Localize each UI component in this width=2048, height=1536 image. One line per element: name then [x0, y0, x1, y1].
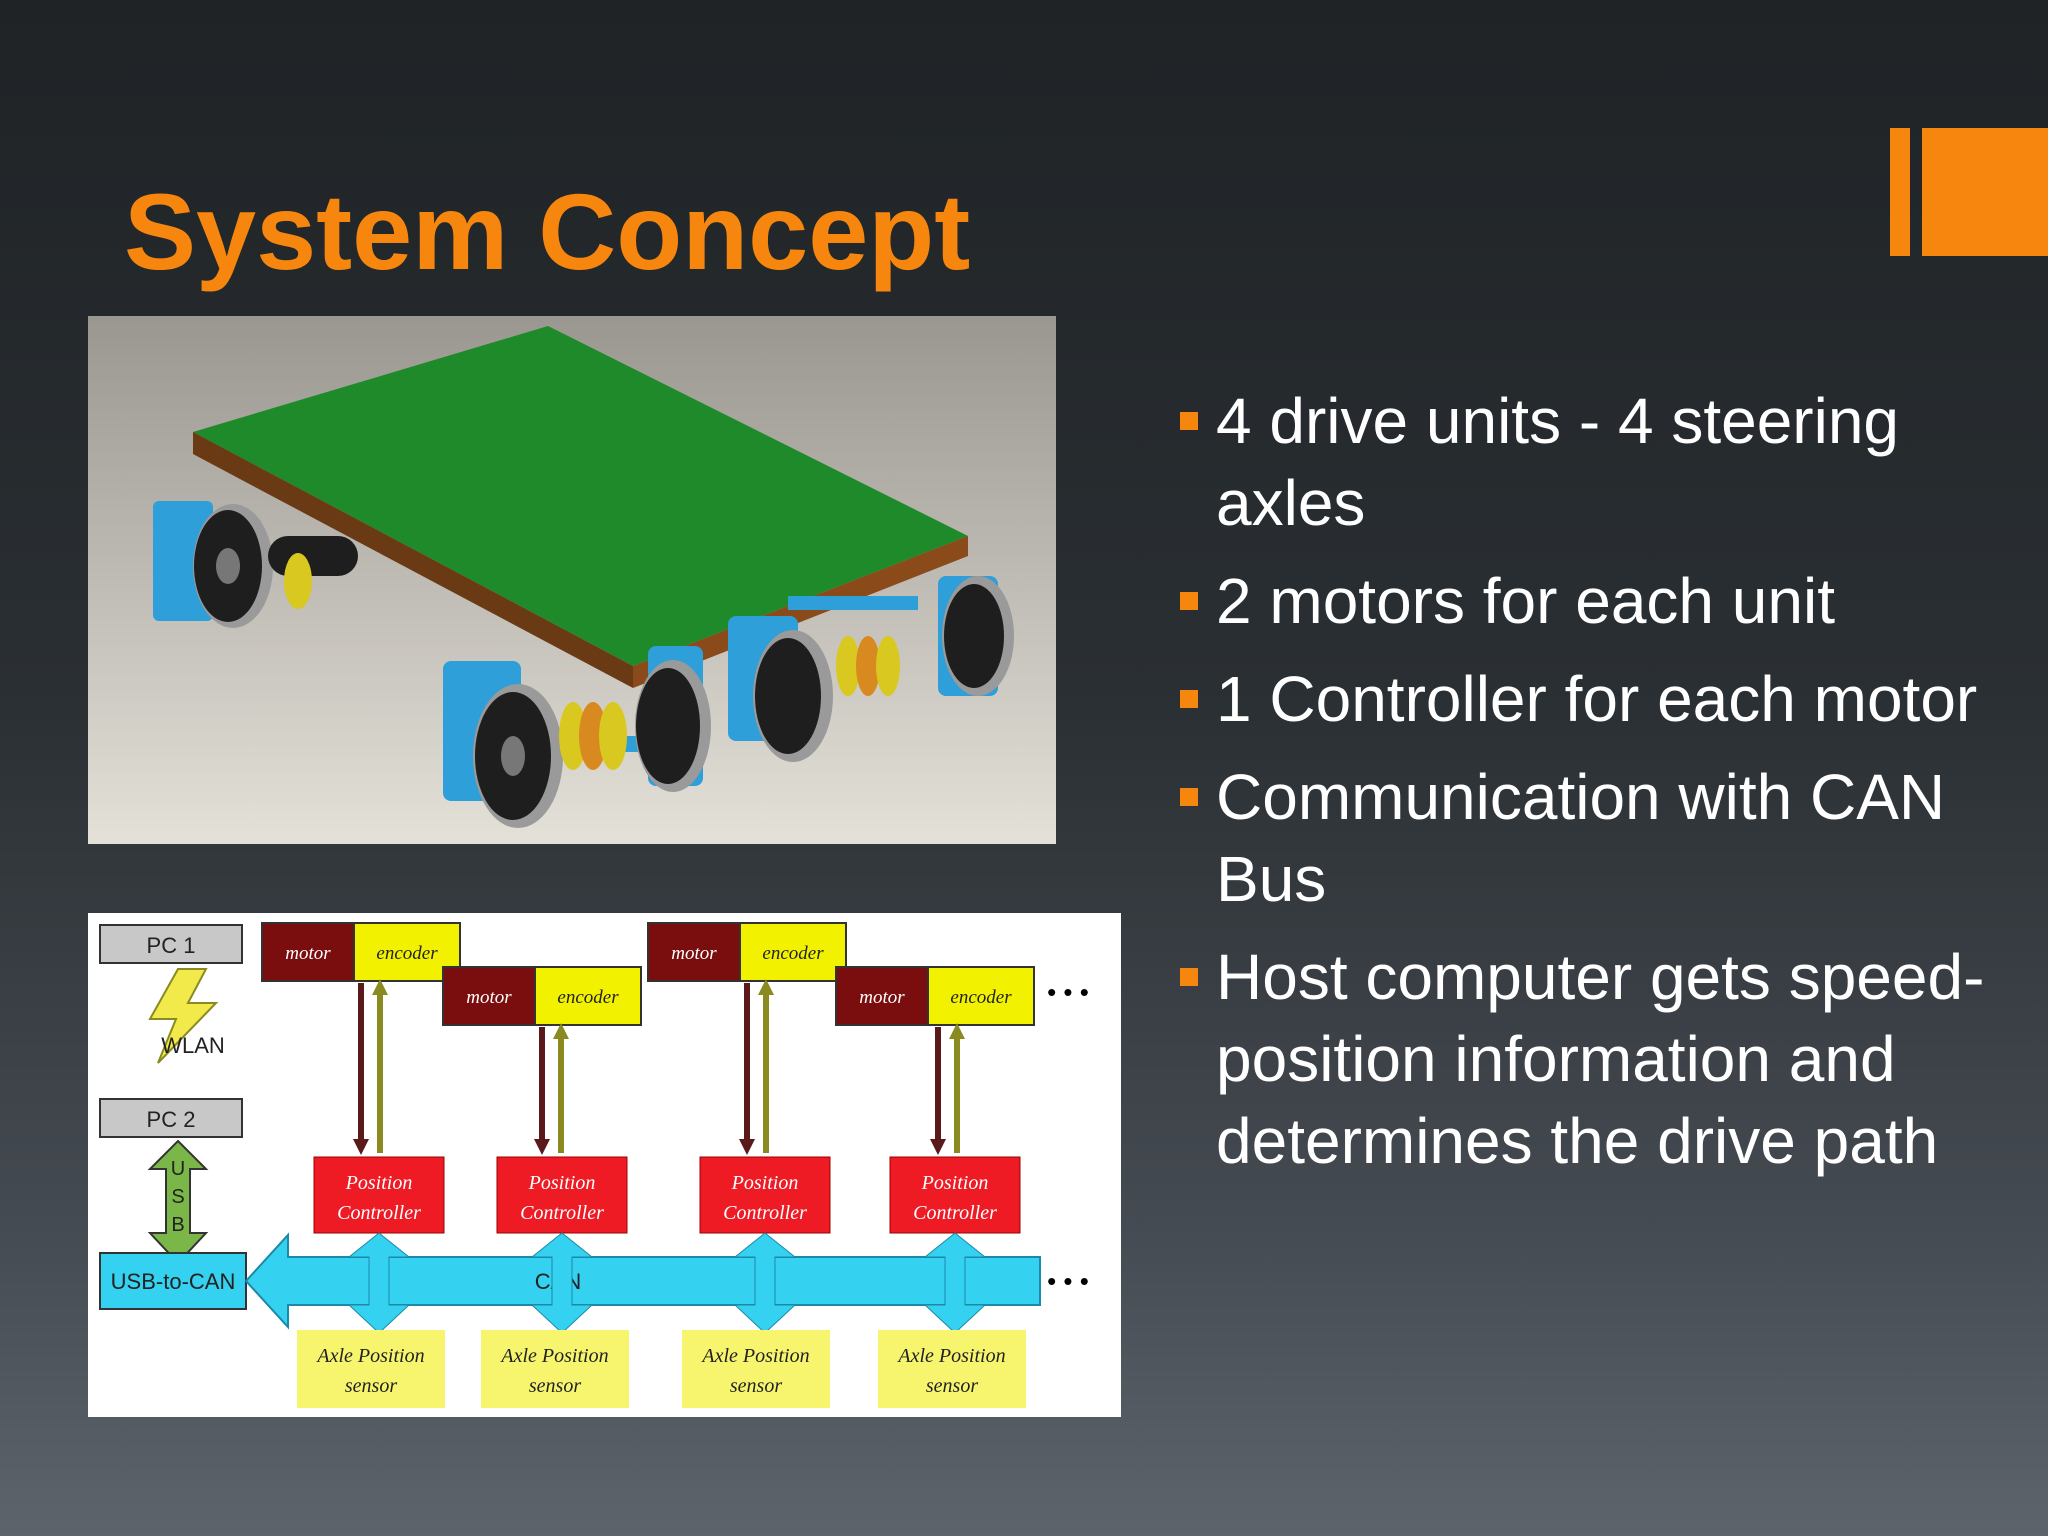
axle-position-label: Axle Position [896, 1345, 1005, 1367]
bullet-item: Communication with CAN Bus [1180, 756, 2030, 920]
sensor-label: sensor [926, 1375, 978, 1397]
usb-letter-s: S [171, 1186, 184, 1208]
pc2-label: PC 2 [147, 1107, 196, 1132]
drive-pair-2: motor encoder [442, 966, 642, 1155]
bullet-square-icon [1180, 968, 1198, 986]
bullet-item: 2 motors for each unit [1180, 560, 2030, 642]
bullet-text: 2 motors for each unit [1216, 565, 1835, 637]
motor-label: motor [859, 987, 905, 1008]
pc2-box [99, 1098, 243, 1138]
encoder-label: encoder [762, 943, 824, 964]
usb-letter-u: U [171, 1158, 185, 1180]
bullet-square-icon [1180, 690, 1198, 708]
wlan-label: WLAN [161, 1033, 225, 1058]
bullet-square-icon [1180, 412, 1198, 430]
encoder-label: encoder [376, 943, 438, 964]
axle-position-label: Axle Position [700, 1345, 809, 1367]
system-block-diagram: PC 1 WLAN PC 2 U S B USB-to-CAN CAN • • … [88, 913, 1121, 1417]
motor-ellipsis: • • • [1047, 977, 1089, 1007]
sensor-label: sensor [730, 1375, 782, 1397]
controller-label: Controller [520, 1202, 604, 1224]
controller-label: Controller [723, 1202, 807, 1224]
pc1-box [99, 924, 243, 964]
position-label: Position [731, 1172, 799, 1194]
accent-bar-wide [1922, 128, 2048, 256]
accent-bar-thin [1890, 128, 1910, 256]
drive-pair-4: motor encoder [835, 966, 1035, 1155]
sensor-label: sensor [345, 1375, 397, 1397]
position-label: Position [528, 1172, 596, 1194]
pc1-label: PC 1 [147, 933, 196, 958]
bullet-item: Host computer gets speed-position inform… [1180, 936, 2030, 1182]
wheel-unit-front [443, 646, 711, 828]
encoder-label: encoder [950, 987, 1012, 1008]
axle-position-label: Axle Position [315, 1345, 424, 1367]
sensor-label: sensor [529, 1375, 581, 1397]
usb-to-can-label: USB-to-CAN [111, 1269, 236, 1294]
slide-title: System Concept [124, 171, 971, 292]
bus-ellipsis: • • • [1047, 1266, 1089, 1296]
position-label: Position [345, 1172, 413, 1194]
controller-column-4: Position Controller Axle Position sensor [878, 1156, 1026, 1408]
axle-position-label: Axle Position [499, 1345, 608, 1367]
position-label: Position [921, 1172, 989, 1194]
wheel-unit-right [728, 576, 1014, 762]
usb-letter-b: B [171, 1214, 184, 1236]
bullet-text: 4 drive units - 4 steering axles [1216, 385, 1899, 539]
bullet-text: 1 Controller for each motor [1216, 663, 1978, 735]
bullet-text: Host computer gets speed-position inform… [1216, 941, 1985, 1177]
wheel-unit-back-left [153, 501, 358, 628]
encoder-label: encoder [557, 987, 619, 1008]
bullet-square-icon [1180, 592, 1198, 610]
can-bus [244, 1232, 1041, 1330]
controller-column-2: Position Controller Axle Position sensor [481, 1156, 629, 1408]
bullet-list: 4 drive units - 4 steering axles 2 motor… [1180, 380, 2030, 1198]
controller-column-3: Position Controller Axle Position sensor [682, 1156, 831, 1408]
controller-label: Controller [913, 1202, 997, 1224]
bullet-square-icon [1180, 788, 1198, 806]
motor-label: motor [285, 943, 331, 964]
wlan-lightning-icon [148, 968, 219, 1064]
drive-pair-3: motor encoder [647, 922, 847, 1155]
bullet-item: 4 drive units - 4 steering axles [1180, 380, 2030, 544]
controller-label: Controller [337, 1202, 421, 1224]
bullet-item: 1 Controller for each motor [1180, 658, 2030, 740]
controller-column-1: Position Controller Axle Position sensor [297, 1156, 445, 1408]
motor-label: motor [671, 943, 717, 964]
bullet-text: Communication with CAN Bus [1216, 761, 1946, 915]
platform-render-image [88, 316, 1056, 844]
usb-to-can-box [99, 1252, 247, 1310]
motor-label: motor [466, 987, 512, 1008]
